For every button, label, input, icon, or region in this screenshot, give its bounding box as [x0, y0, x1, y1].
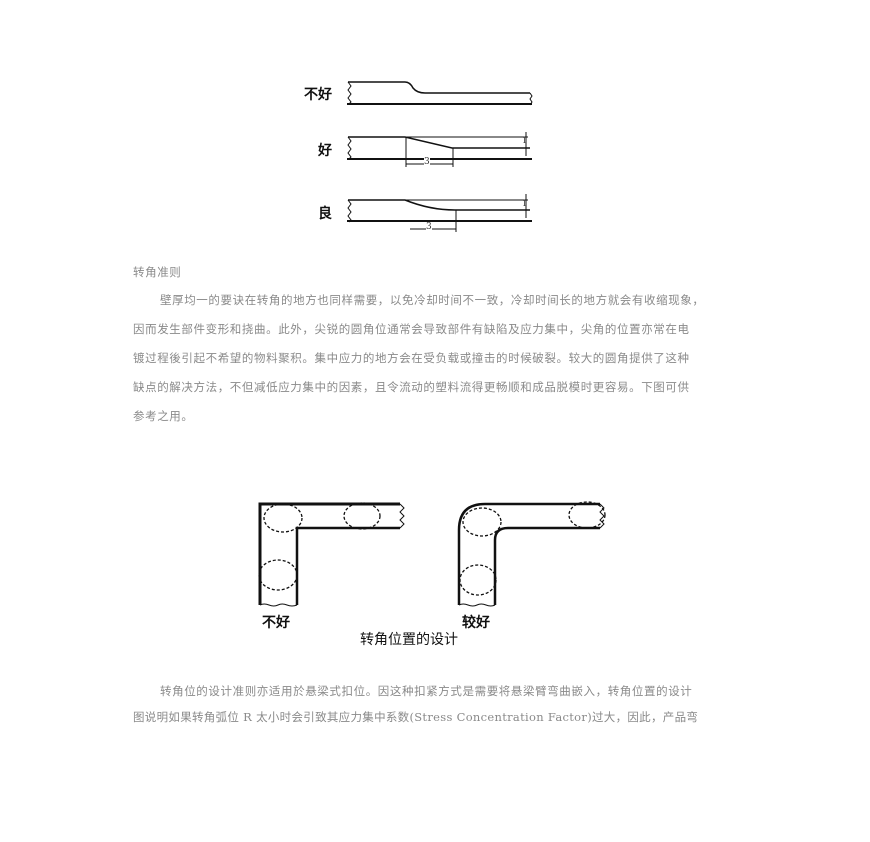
label-better-corner: 较好 — [462, 615, 490, 631]
label-fair: 良 — [318, 206, 332, 222]
section-heading: 转角准则 — [133, 265, 182, 279]
dimension-fair: 3 — [426, 222, 432, 232]
paragraph-line: 壁厚均一的要诀在转角的地方也同样需要，以免冷却时间不一致，冷却时间长的地方就会有… — [160, 293, 705, 307]
dimension-good: 3 — [424, 157, 430, 167]
figure-caption: 转角位置的设计 — [360, 632, 458, 648]
unit-fair: 1 — [522, 199, 528, 208]
paragraph-line: 镀过程後引起不希望的物料聚积。集中应力的地方会在受负载或撞击的时候破裂。较大的圆… — [133, 351, 690, 365]
label-bad-corner: 不好 — [262, 615, 290, 631]
paragraph-line: 参考之用。 — [133, 409, 194, 423]
label-bad: 不好 — [304, 87, 332, 103]
paragraph-line: 因而发生部件变形和挠曲。此外，尖锐的圆角位通常会导致部件有缺陷及应力集中，尖角的… — [133, 322, 690, 336]
paragraph-line: 缺点的解决方法，不但减低应力集中的因素，且令流动的塑料流得更畅顺和成品脱模时更容… — [133, 380, 690, 394]
paragraph-line: 图说明如果转角弧位 R 太小时会引致其应力集中系数(Stress Concent… — [133, 710, 699, 724]
paragraph-line: 转角位的设计准则亦适用於悬梁式扣位。因这种扣紧方式是需要将悬梁臂弯曲嵌入，转角位… — [160, 684, 693, 698]
unit-good: 1 — [522, 136, 528, 145]
label-good: 好 — [318, 143, 332, 159]
